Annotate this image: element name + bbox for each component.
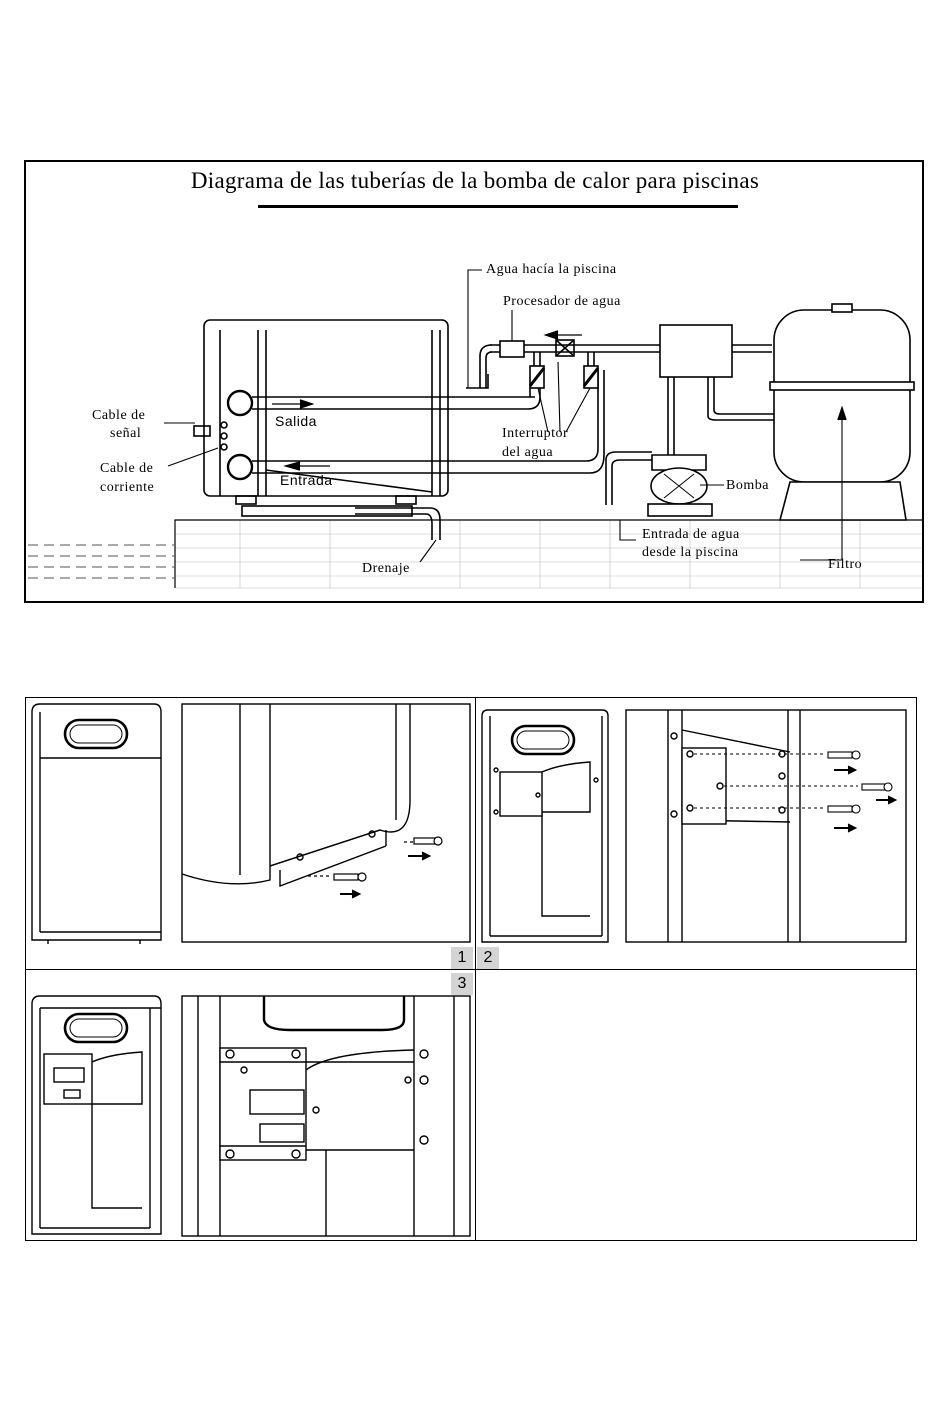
step-1-illustration: [0, 0, 950, 1422]
